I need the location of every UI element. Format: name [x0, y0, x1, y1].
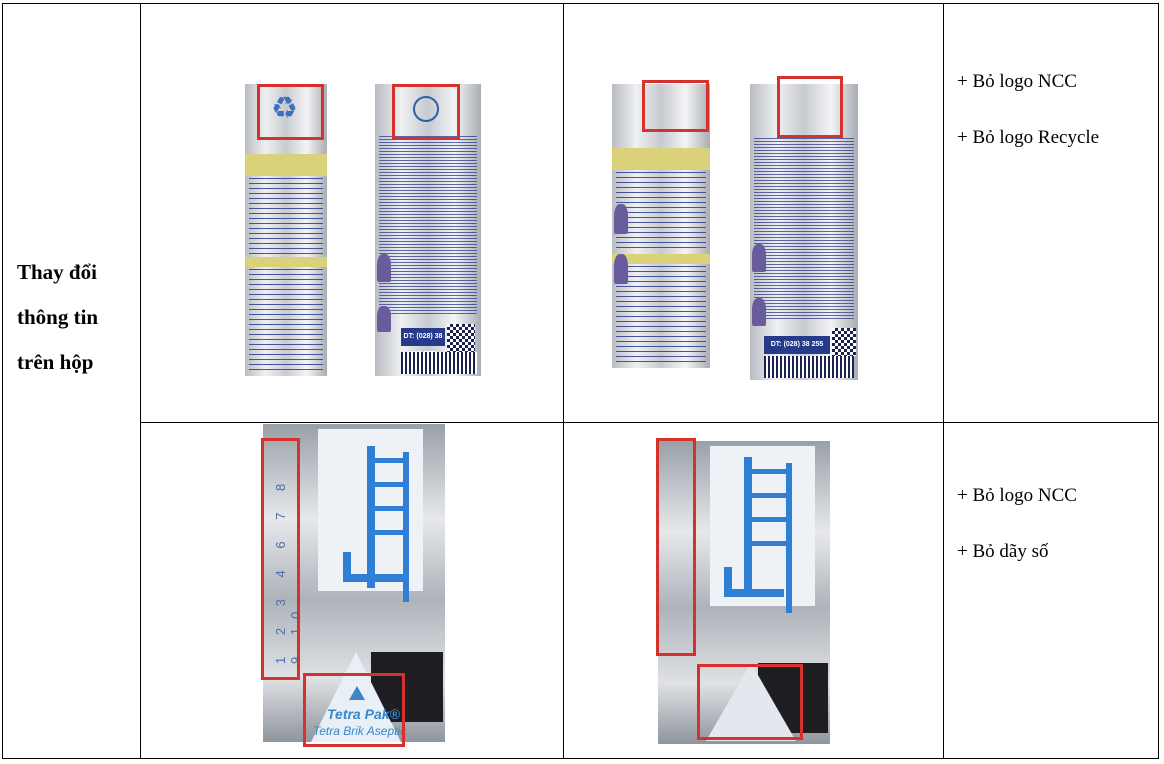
highlight-box — [656, 438, 696, 656]
carton-before-side: DT: (028) 38 255 777 — [375, 84, 481, 376]
column-divider — [140, 4, 141, 758]
highlight-box — [303, 673, 405, 747]
carton-bottom-before: 1 2 3 4 6 7 8 9 10 Tetra Pak® Tetra Brik… — [263, 424, 445, 742]
highlight-box — [697, 664, 803, 740]
row-label-line: thông tin — [17, 305, 99, 329]
column-divider — [943, 4, 944, 758]
highlight-box — [642, 80, 709, 132]
recycle-icon: ♻ — [271, 91, 298, 126]
phone-band: DT: (028) 38 255 777 — [401, 328, 445, 358]
qr-code — [832, 328, 856, 356]
qr-code — [447, 324, 475, 352]
carton-before-front: ♻ — [245, 84, 327, 376]
carton-bottom-after — [658, 441, 830, 744]
tetra-pak-brand: Tetra Pak® — [327, 706, 400, 722]
tetra-pak-logo-icon — [349, 686, 365, 700]
column-divider — [563, 4, 564, 758]
highlight-box — [261, 438, 300, 680]
barcode — [764, 356, 854, 378]
highlight-box — [257, 84, 324, 140]
notes-top: + Bỏ logo NCC + Bỏ logo Recycle — [957, 54, 1099, 166]
note-item: + Bỏ logo NCC — [957, 485, 1077, 506]
comparison-table: Thay đổi thông tin trên hộp + Bỏ logo NC… — [2, 3, 1159, 759]
supplier-seal-icon — [413, 96, 439, 122]
highlight-box — [777, 76, 843, 138]
row-label-line: Thay đổi — [17, 260, 97, 284]
row-label-line: trên hộp — [17, 350, 94, 374]
row-label: Thay đổi thông tin trên hộp — [17, 250, 127, 385]
highlight-box — [392, 84, 460, 140]
note-item: + Bỏ dãy số — [957, 541, 1049, 562]
note-item: + Bỏ logo Recycle — [957, 127, 1100, 148]
note-item: + Bỏ logo NCC — [957, 71, 1077, 92]
row-divider — [140, 422, 1158, 423]
notes-bottom: + Bỏ logo NCC + Bỏ dãy số — [957, 468, 1077, 580]
barcode — [401, 352, 477, 374]
phone-band: DT: (028) 38 255 777 — [764, 336, 830, 366]
tetra-brik-text: Tetra Brik Aseptic — [313, 724, 407, 738]
